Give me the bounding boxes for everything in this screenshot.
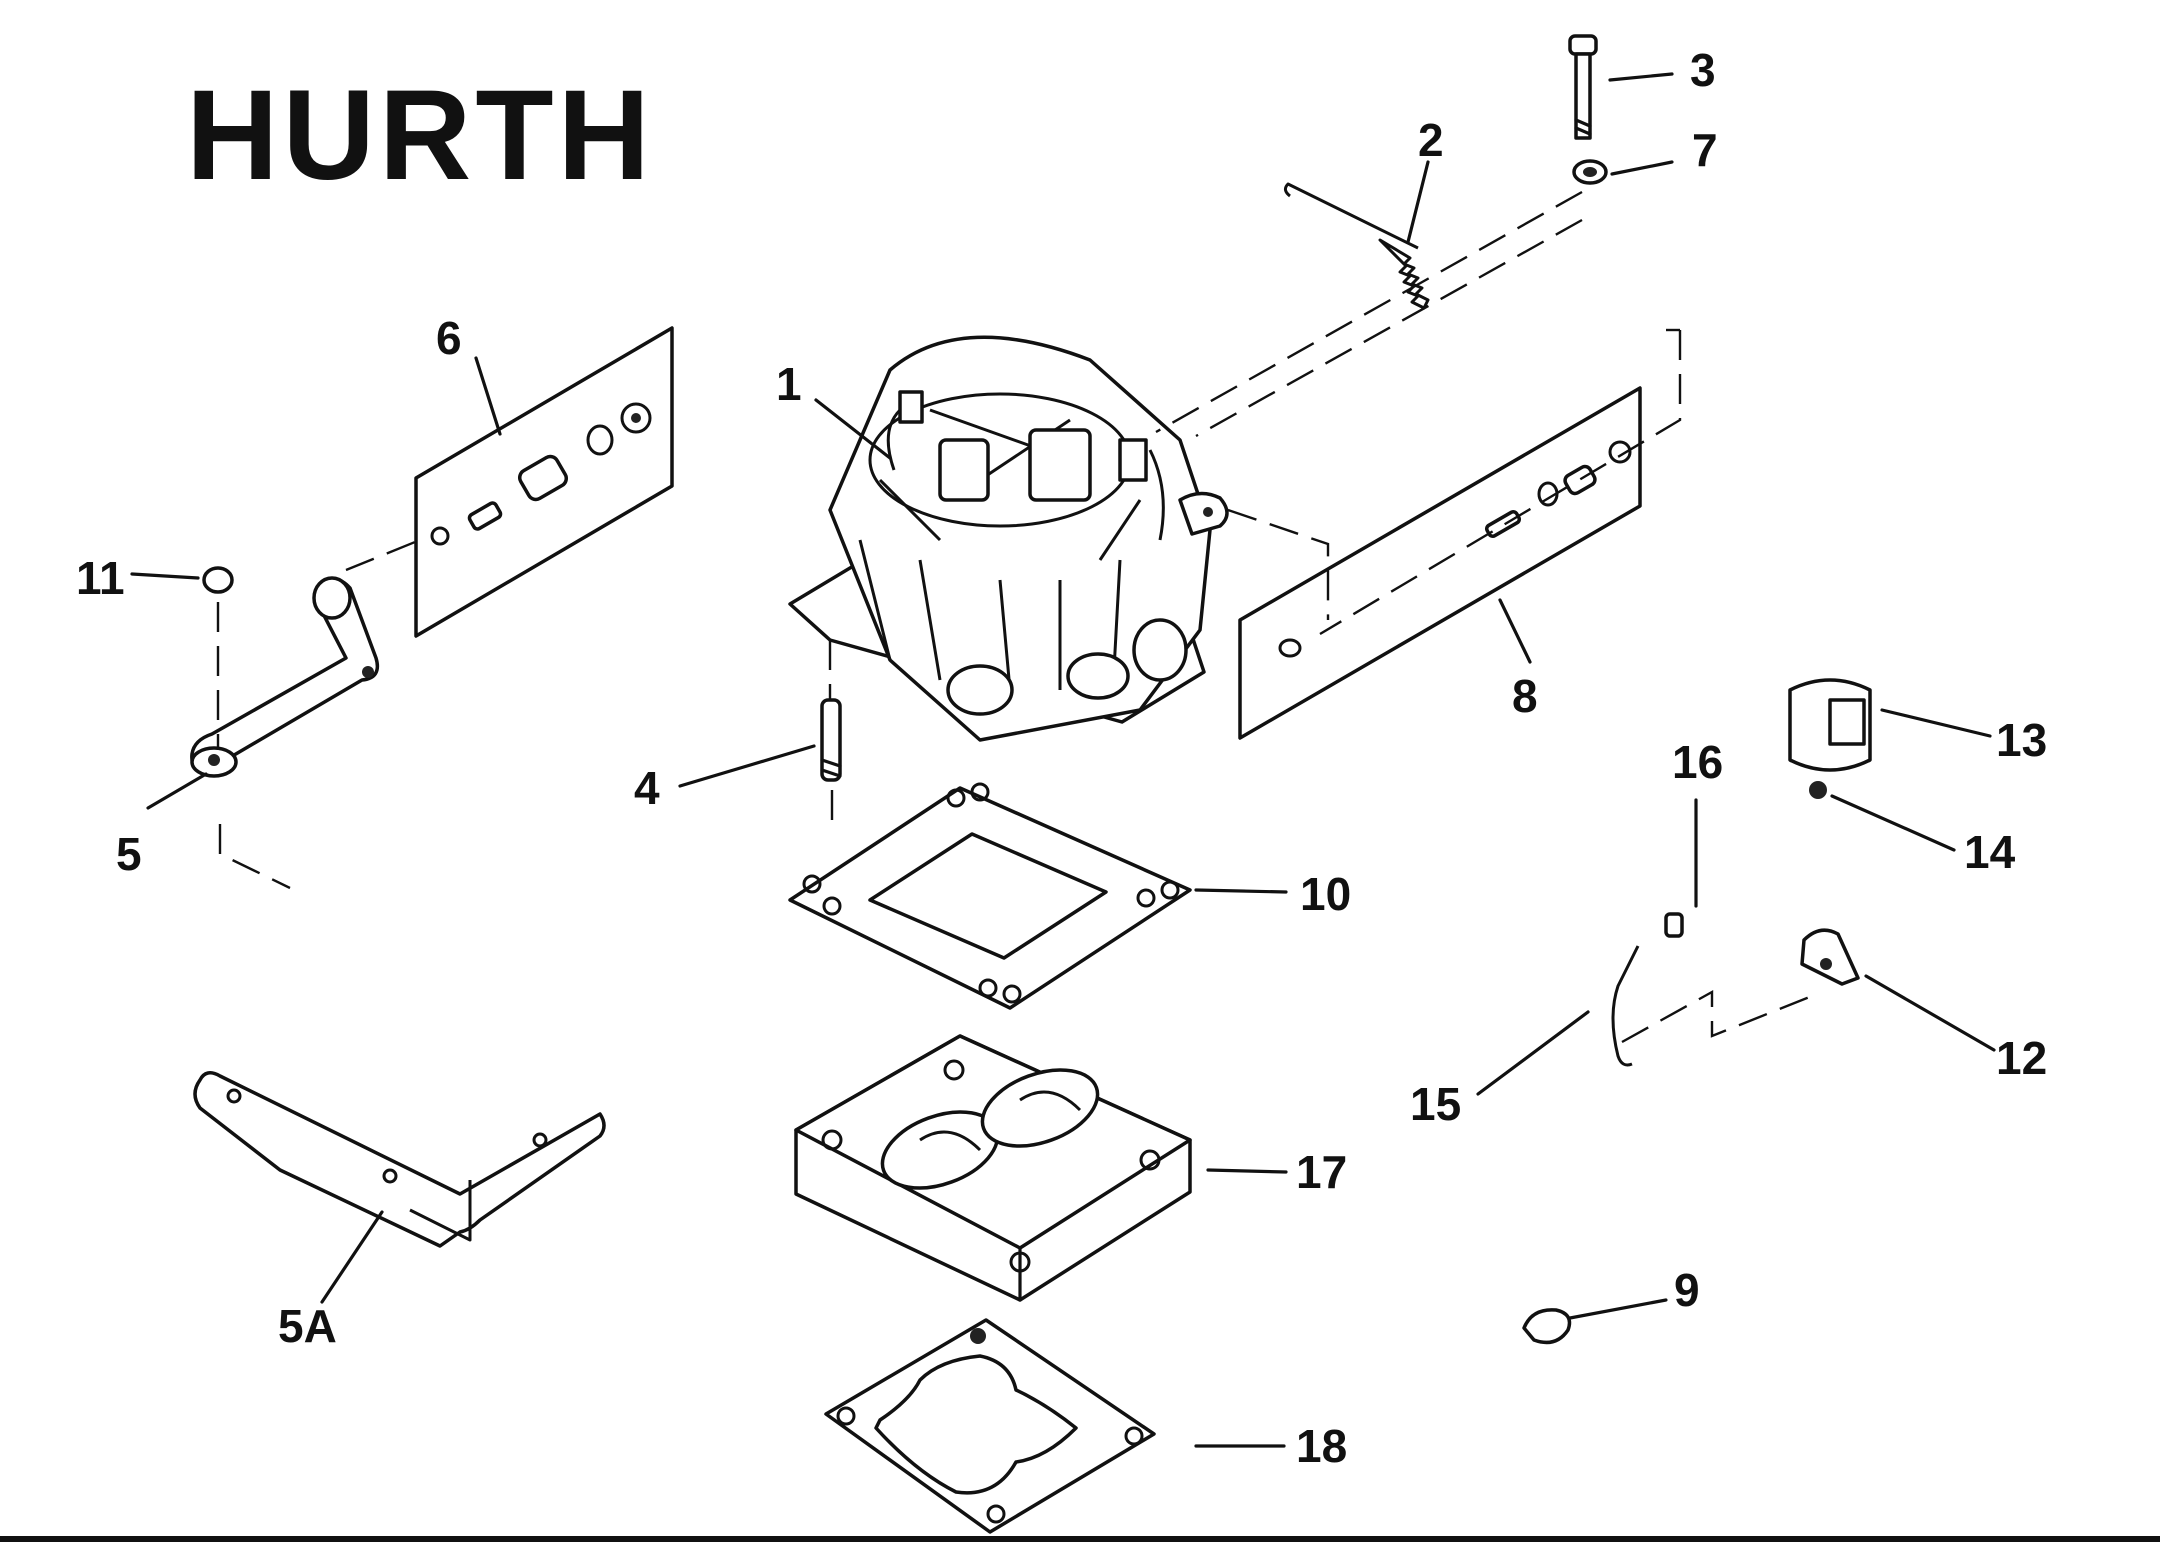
- callout-7: 7: [1692, 124, 1718, 176]
- part-1-carburetor: [788, 335, 1229, 742]
- part-15-rod: [1611, 945, 1640, 1067]
- callout-18: 18: [1296, 1420, 1347, 1472]
- assembly-lines: [216, 190, 1813, 1044]
- callout-2: 2: [1418, 114, 1444, 166]
- part-11-nut: [202, 566, 234, 594]
- part-3-bolt: [1568, 34, 1598, 140]
- part-16-plug: [1664, 912, 1684, 938]
- leader-lines: [130, 72, 1996, 1448]
- callout-16: 16: [1672, 736, 1723, 788]
- part-5-lever: [190, 576, 380, 778]
- callout-10: 10: [1300, 868, 1351, 920]
- part-17-spacer: [794, 1034, 1192, 1302]
- callout-11: 11: [76, 552, 125, 604]
- callout-14: 14: [1964, 826, 2016, 878]
- part-12-switch: [1800, 928, 1860, 986]
- callout-9: 9: [1674, 1264, 1700, 1316]
- callout-15: 15: [1410, 1078, 1461, 1130]
- part-4-stud: [820, 698, 842, 782]
- part-9-cap: [1522, 1308, 1572, 1345]
- part-5a-bracket: [193, 1071, 606, 1248]
- part-18-gasket: [824, 1318, 1156, 1534]
- callout-13: 13: [1996, 714, 2047, 766]
- diagram-title: HURTH: [186, 64, 654, 207]
- callout-17: 17: [1296, 1146, 1347, 1198]
- part-7-nut: [1572, 159, 1608, 185]
- callout-6: 6: [436, 312, 462, 364]
- callout-4: 4: [634, 762, 660, 814]
- callout-labels: 3 7 2 6 1 4 5 11 8 10 17 18 5A 15 16 14 …: [76, 44, 2047, 1472]
- part-13-housing: [1788, 678, 1872, 772]
- part-10-gasket: [788, 782, 1192, 1010]
- callout-1: 1: [776, 358, 802, 410]
- part-6-kit-card: [414, 326, 674, 638]
- part-2-spring: [1283, 182, 1430, 310]
- callout-8: 8: [1512, 670, 1538, 722]
- part-14-ball: [1809, 781, 1827, 799]
- bottom-rule: [0, 1536, 2160, 1542]
- callout-5: 5: [116, 828, 142, 880]
- callout-12: 12: [1996, 1032, 2047, 1084]
- callout-3: 3: [1690, 44, 1716, 96]
- callout-5a: 5A: [278, 1300, 337, 1352]
